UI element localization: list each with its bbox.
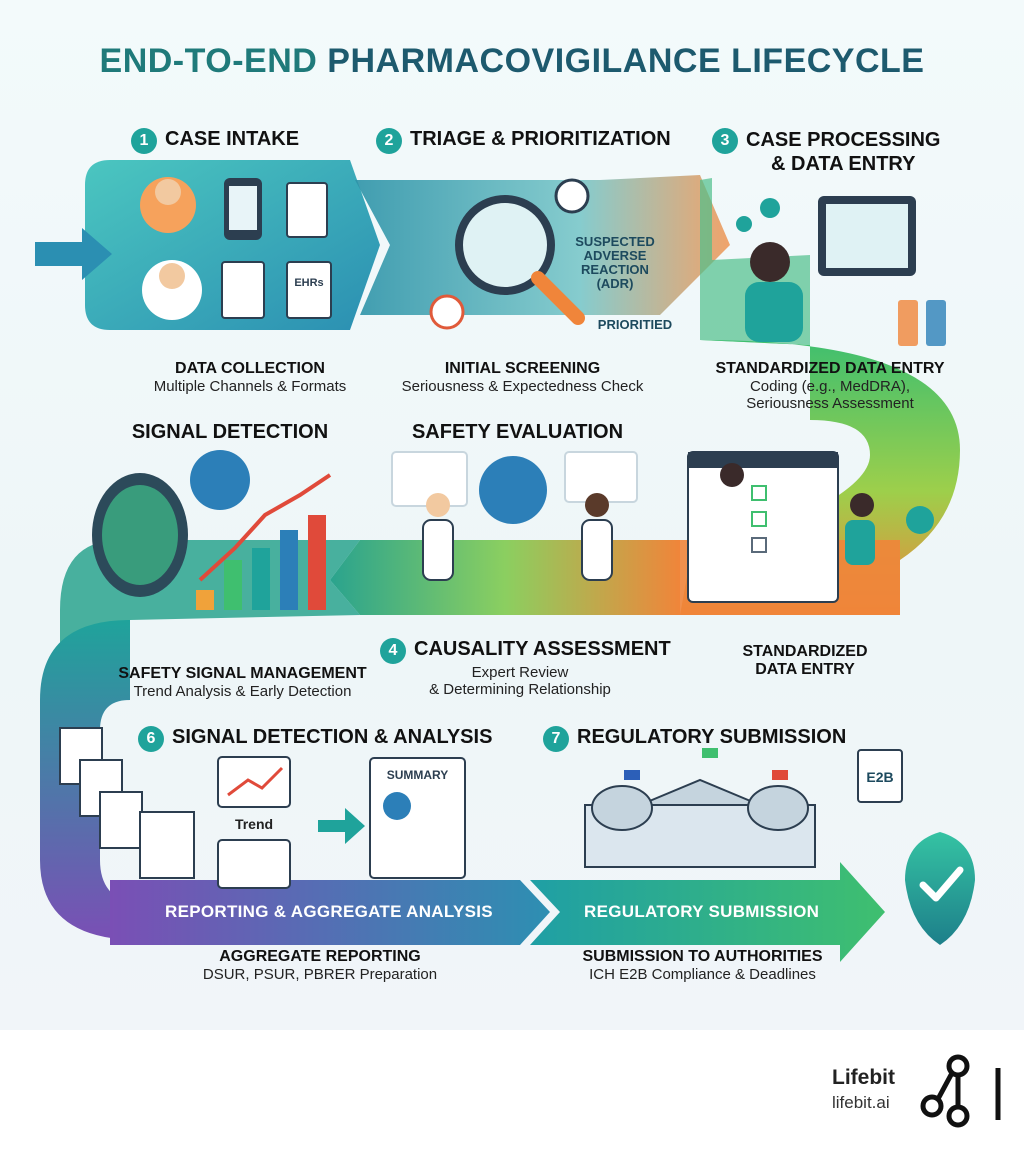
band-label-reporting: REPORTING & AGGREGATE ANALYSIS (165, 902, 493, 921)
lifebit-logo-icon (920, 1054, 1001, 1128)
step-case-processing: 3 CASE PROCESSING & DATA ENTRY (712, 128, 940, 176)
caption-standardized-entry: STANDARDIZED DATA ENTRY Coding (e.g., Me… (715, 360, 945, 412)
title-part1: END-TO-END (99, 42, 318, 80)
caption-causality: Expert Review & Determining Relationship (429, 664, 611, 698)
brain-icon (479, 456, 547, 524)
magnifier-icon (455, 195, 555, 295)
step-number: 7 (543, 726, 569, 752)
summary-label: SUMMARY (386, 768, 449, 782)
step-number: 1 (131, 128, 157, 154)
caption-standardized-entry-2: STANDARDIZED DATA ENTRY (742, 643, 868, 678)
step-causality: 4 CAUSALITY ASSESSMENT (380, 638, 671, 664)
ehr-document-icon (286, 261, 332, 319)
page-title: END-TO-END PHARMACOVIGILANCE LIFECYCLE (0, 42, 1024, 81)
step-label: CAUSALITY ASSESSMENT (414, 638, 671, 660)
doctor-icon (142, 260, 202, 320)
lifecycle-illustration (35, 160, 975, 962)
title-part2: PHARMACOVIGILANCE LIFECYCLE (327, 42, 925, 80)
step-label: REGULATORY SUBMISSION (577, 726, 847, 748)
step-case-intake: 1 CASE INTAKE (131, 128, 299, 154)
step-label: TRIAGE & PRIORITIZATION (410, 128, 671, 150)
step-number: 4 (380, 638, 406, 664)
brand-url: lifebit.ai (832, 1093, 890, 1112)
e2b-document-icon (857, 749, 903, 803)
flow-arrow-icon (318, 808, 365, 844)
brand-name: Lifebit (832, 1066, 895, 1089)
trend-label: Trend (234, 816, 274, 832)
document-icon (286, 182, 328, 238)
section-signal-detection: SIGNAL DETECTION (131, 421, 329, 443)
summary-report-icon (369, 757, 466, 879)
band-label-regulatory: REGULATORY SUBMISSION (584, 902, 820, 921)
molecule-icon (736, 216, 752, 232)
brand-block: Lifebit lifebit.ai (832, 1066, 895, 1113)
step-signal-detection-analysis: 6 SIGNAL DETECTION & ANALYSIS (138, 726, 492, 752)
caption-aggregate-reporting: AGGREGATE REPORTING DSUR, PSUR, PBRER Pr… (202, 948, 438, 983)
data-entry-person-icon (750, 242, 790, 282)
regulatory-band (530, 862, 885, 962)
step-triage: 2 TRIAGE & PRIORITIZATION (376, 128, 671, 154)
molecule-icon-2 (906, 506, 934, 534)
caption-initial-screening: INITIAL SCREENING Seriousness & Expected… (401, 360, 644, 395)
reporting-band (110, 880, 550, 945)
scientist-icon-2 (581, 519, 613, 581)
globe-icon (190, 450, 250, 510)
vial-icon (898, 300, 918, 346)
step-label-line2: & DATA ENTRY (771, 153, 916, 175)
bar-chart-icon (196, 590, 214, 610)
clipboard-icon (221, 261, 265, 319)
step-regulatory-submission: 7 REGULATORY SUBMISSION (543, 726, 846, 752)
caption-safety-signal-management: SAFETY SIGNAL MANAGEMENT Trend Analysis … (118, 665, 367, 700)
scientist-icon (422, 519, 454, 581)
flag-icon (624, 770, 640, 780)
bar-trend-icon (217, 839, 291, 889)
e2b-label: E2B (866, 769, 894, 785)
prioritied-label: PRIORITIED (597, 317, 673, 332)
laptop-user-icon (850, 493, 874, 517)
analyst-icon (720, 463, 744, 487)
step-number: 3 (712, 128, 738, 154)
caption-submission-authorities: SUBMISSION TO AUTHORITIES ICH E2B Compli… (582, 948, 823, 983)
entry-arrow (35, 228, 112, 280)
row2-band (330, 540, 680, 615)
step-number: 2 (376, 128, 402, 154)
caption-data-collection: DATA COLLECTION Multiple Channels & Form… (153, 360, 347, 395)
stopwatch-icon-2 (429, 294, 465, 330)
step-label: CASE INTAKE (165, 128, 300, 150)
ehrs-label: EHRs (294, 277, 324, 289)
section-safety-evaluation: SAFETY EVALUATION (411, 421, 624, 443)
stopwatch-icon (554, 178, 590, 214)
step-label: SIGNAL DETECTION & ANALYSIS (172, 726, 493, 748)
step-number: 6 (138, 726, 164, 752)
footer (0, 1030, 1024, 1154)
step-label-line1: CASE PROCESSING (746, 129, 941, 151)
adr-label: SUSPECTED ADVERSE REACTION (ADR) (575, 234, 655, 291)
